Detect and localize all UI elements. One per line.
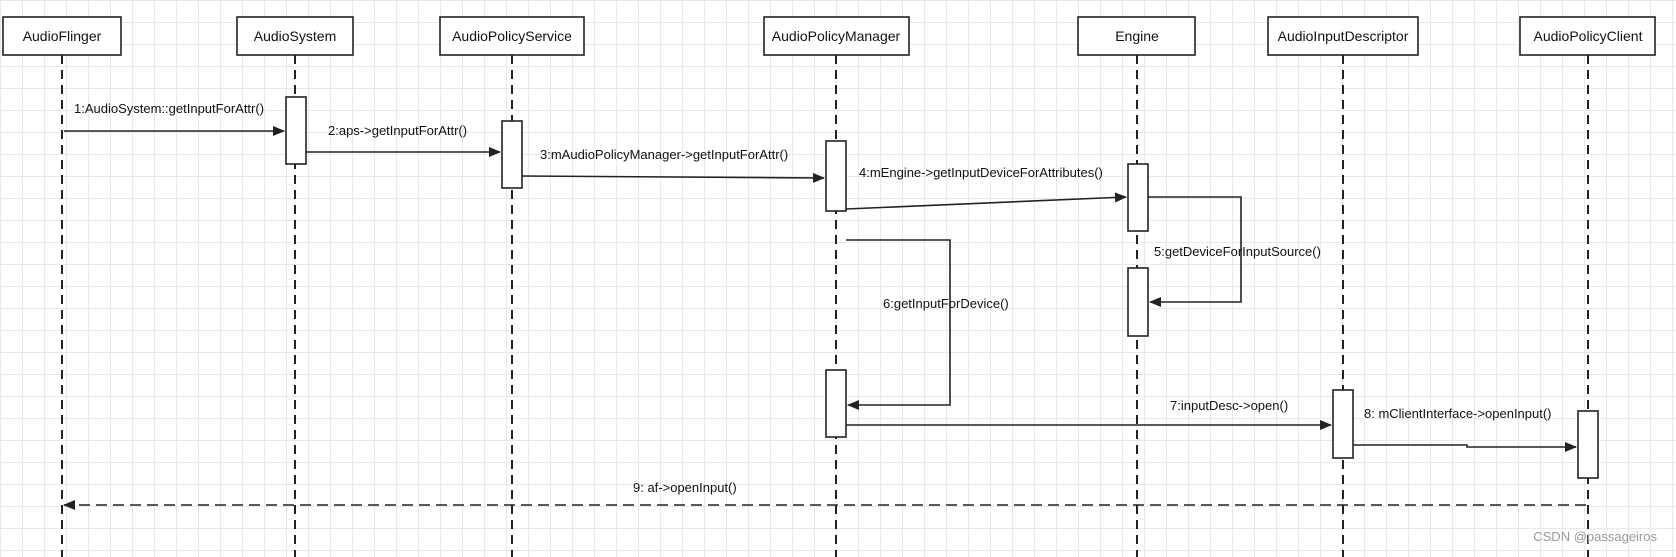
message-label: 1:AudioSystem::getInputForAttr() [74,101,264,116]
message-label: 6:getInputForDevice() [883,296,1009,311]
participant-label: AudioPolicyManager [772,28,901,44]
participant-audiosystem: AudioSystem [236,16,354,56]
message-label: 4:mEngine->getInputDeviceForAttributes() [859,165,1103,180]
activation-audiosystem [285,96,307,165]
message-label: 9: af->openInput() [633,480,737,495]
watermark: CSDN @passageiros [1533,529,1657,544]
participant-label: Engine [1115,28,1159,44]
message-4: 4:mEngine->getInputDeviceForAttributes() [845,165,1127,210]
message-7: 7:inputDesc->open() [846,398,1332,430]
message-3: 3:mAudioPolicyManager->getInputForAttr() [521,147,825,183]
participant-engine: Engine [1077,16,1196,56]
message-5: 5:getDeviceForInputSource() [1148,196,1321,307]
participant-label: AudioInputDescriptor [1278,28,1409,44]
message-label: 7:inputDesc->open() [1170,398,1288,413]
message-label: 8: mClientInterface->openInput() [1364,406,1552,421]
participant-audiopolicyservice: AudioPolicyService [439,16,585,56]
activation-engine-1 [1127,163,1149,232]
message-1: 1:AudioSystem::getInputForAttr() [64,101,285,136]
participant-label: AudioSystem [254,28,336,44]
participant-audioinputdescriptor: AudioInputDescriptor [1267,16,1419,56]
activation-engine-2 [1127,267,1149,337]
message-6: 6:getInputForDevice() [846,239,1009,410]
participant-audiopolicyclient: AudioPolicyClient [1519,16,1656,56]
activation-audiopolicyservice [501,120,523,189]
participant-label: AudioFlinger [23,28,102,44]
activation-audiopolicymanager-1 [825,140,847,212]
participant-audioflinger: AudioFlinger [2,16,122,56]
message-label: 2:aps->getInputForAttr() [328,123,467,138]
message-2: 2:aps->getInputForAttr() [306,123,501,157]
participant-label: AudioPolicyClient [1534,28,1643,44]
message-label: 5:getDeviceForInputSource() [1154,244,1321,259]
message-8: 8: mClientInterface->openInput() [1353,406,1577,452]
message-label: 3:mAudioPolicyManager->getInputForAttr() [540,147,788,162]
activation-audiopolicymanager-2 [825,369,847,438]
activation-audioinputdescriptor [1332,389,1354,459]
message-9: 9: af->openInput() [63,480,1586,510]
participant-label: AudioPolicyService [452,28,572,44]
participant-audiopolicymanager: AudioPolicyManager [763,16,910,56]
activation-audiopolicyclient [1577,410,1599,479]
